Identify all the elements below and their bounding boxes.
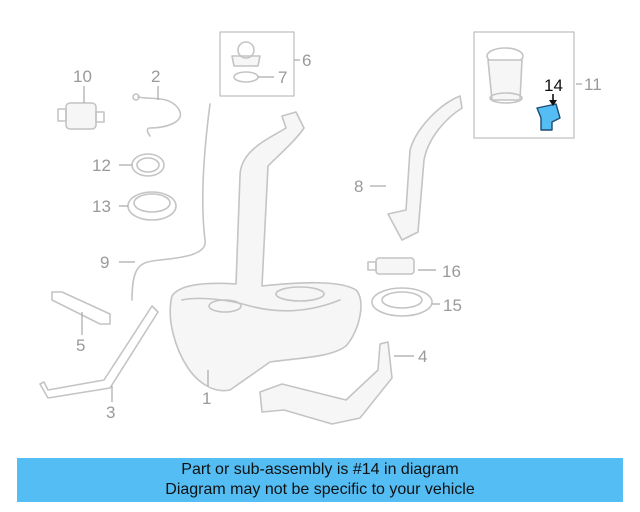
callout-10[interactable]: 10 bbox=[73, 67, 92, 86]
callout-5[interactable]: 5 bbox=[76, 336, 85, 355]
part-11-pump-module-group bbox=[473, 31, 582, 139]
callout-13[interactable]: 13 bbox=[92, 197, 111, 216]
part-6-7-group bbox=[219, 31, 300, 97]
callout-2[interactable]: 2 bbox=[151, 67, 160, 86]
banner-line-2: Diagram may not be specific to your vehi… bbox=[165, 481, 475, 498]
callout-11[interactable]: 11 bbox=[584, 75, 602, 94]
callout-7[interactable]: 7 bbox=[278, 68, 287, 87]
callout-1[interactable]: 1 bbox=[202, 389, 211, 408]
part-5-bracket bbox=[51, 291, 111, 335]
part-15-cover bbox=[371, 287, 440, 317]
callout-4[interactable]: 4 bbox=[418, 347, 427, 366]
part-16-connector bbox=[367, 257, 436, 275]
part-3-tank-strap bbox=[39, 305, 159, 402]
banner-line-1: Part or sub-assembly is #14 in diagram bbox=[181, 461, 459, 478]
part-8-filler-neck bbox=[370, 95, 463, 241]
callout-8[interactable]: 8 bbox=[354, 177, 363, 196]
info-banner: Part or sub-assembly is #14 in diagram D… bbox=[17, 458, 623, 502]
part-12-lock-ring bbox=[119, 153, 165, 177]
part-13-seal bbox=[119, 191, 177, 221]
part-2-sensor-harness bbox=[132, 86, 182, 137]
part-4-heat-shield bbox=[259, 341, 414, 425]
part-10-fuel-filter bbox=[57, 86, 105, 130]
part-9-vent-line bbox=[119, 103, 211, 301]
part-1-fuel-tank bbox=[169, 111, 362, 392]
callout-6[interactable]: 6 bbox=[302, 51, 311, 70]
callout-3[interactable]: 3 bbox=[106, 403, 115, 422]
parts-diagram: 10 2 12 13 9 5 3 bbox=[39, 31, 602, 425]
callout-9[interactable]: 9 bbox=[100, 253, 109, 272]
callout-16[interactable]: 16 bbox=[442, 262, 461, 281]
callout-14[interactable]: 14 bbox=[544, 76, 563, 95]
part-14-highlighted[interactable] bbox=[536, 94, 561, 131]
callout-12[interactable]: 12 bbox=[92, 156, 111, 175]
callout-15[interactable]: 15 bbox=[443, 296, 462, 315]
